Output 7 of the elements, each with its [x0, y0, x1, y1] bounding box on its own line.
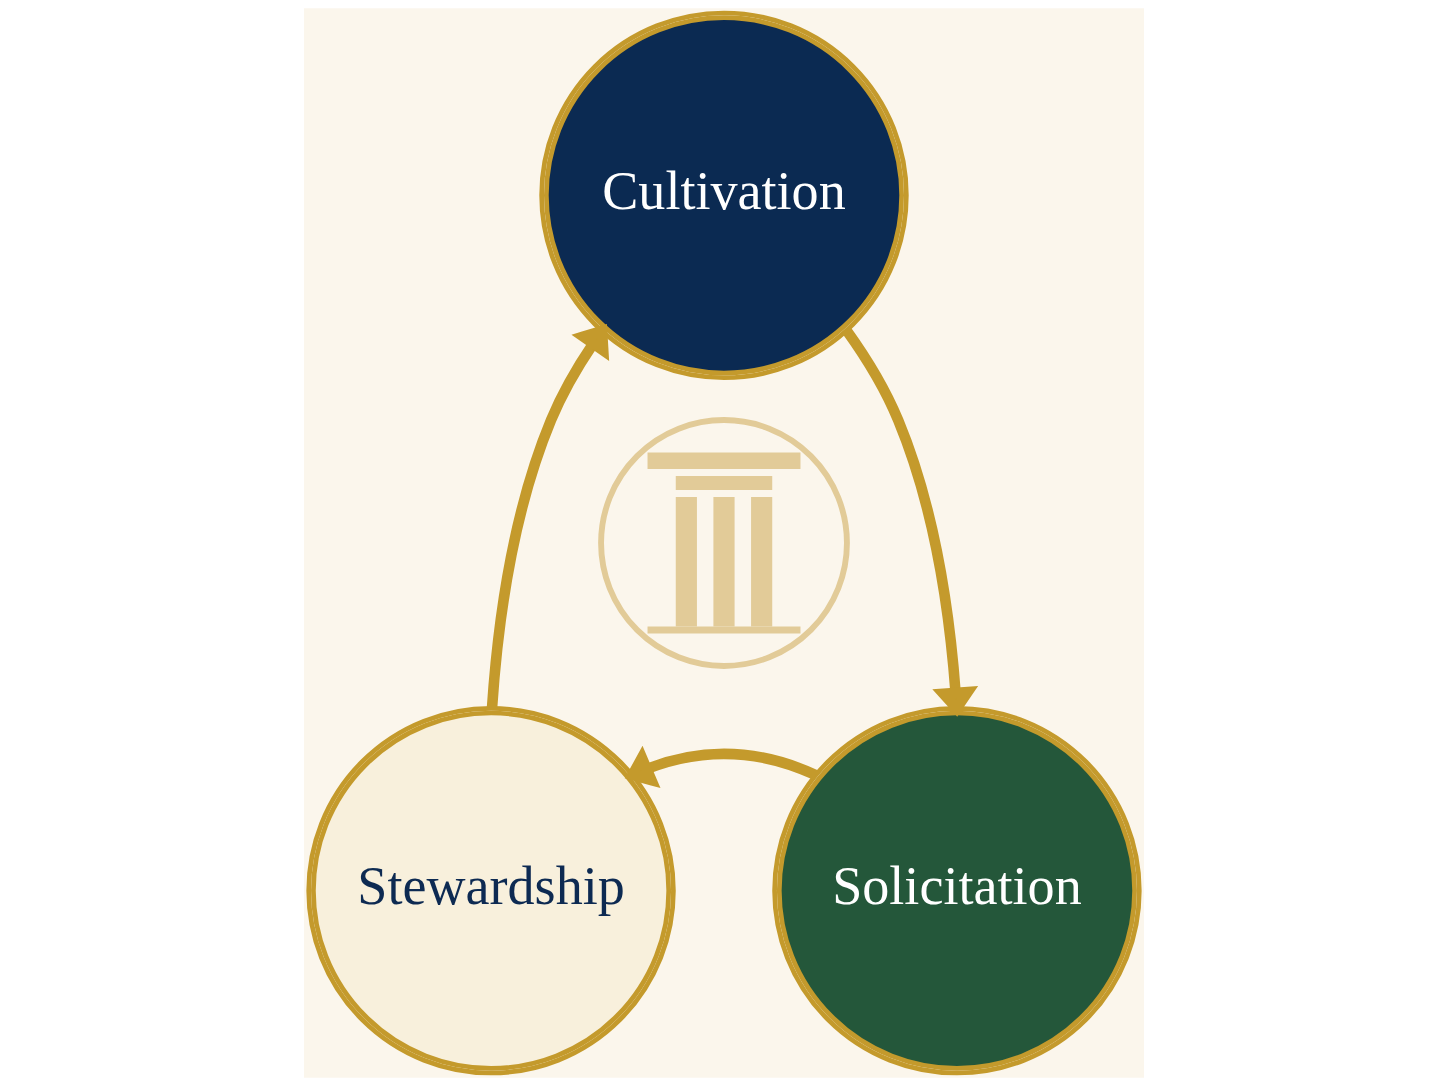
node-picture [598, 417, 850, 669]
arrow [842, 327, 979, 717]
node-circle: Cultivation [539, 10, 909, 381]
node-circle: Stewardship [306, 705, 676, 1076]
node-circle: Solicitation [772, 705, 1142, 1076]
arrow [486, 323, 610, 709]
arrow [624, 745, 818, 789]
